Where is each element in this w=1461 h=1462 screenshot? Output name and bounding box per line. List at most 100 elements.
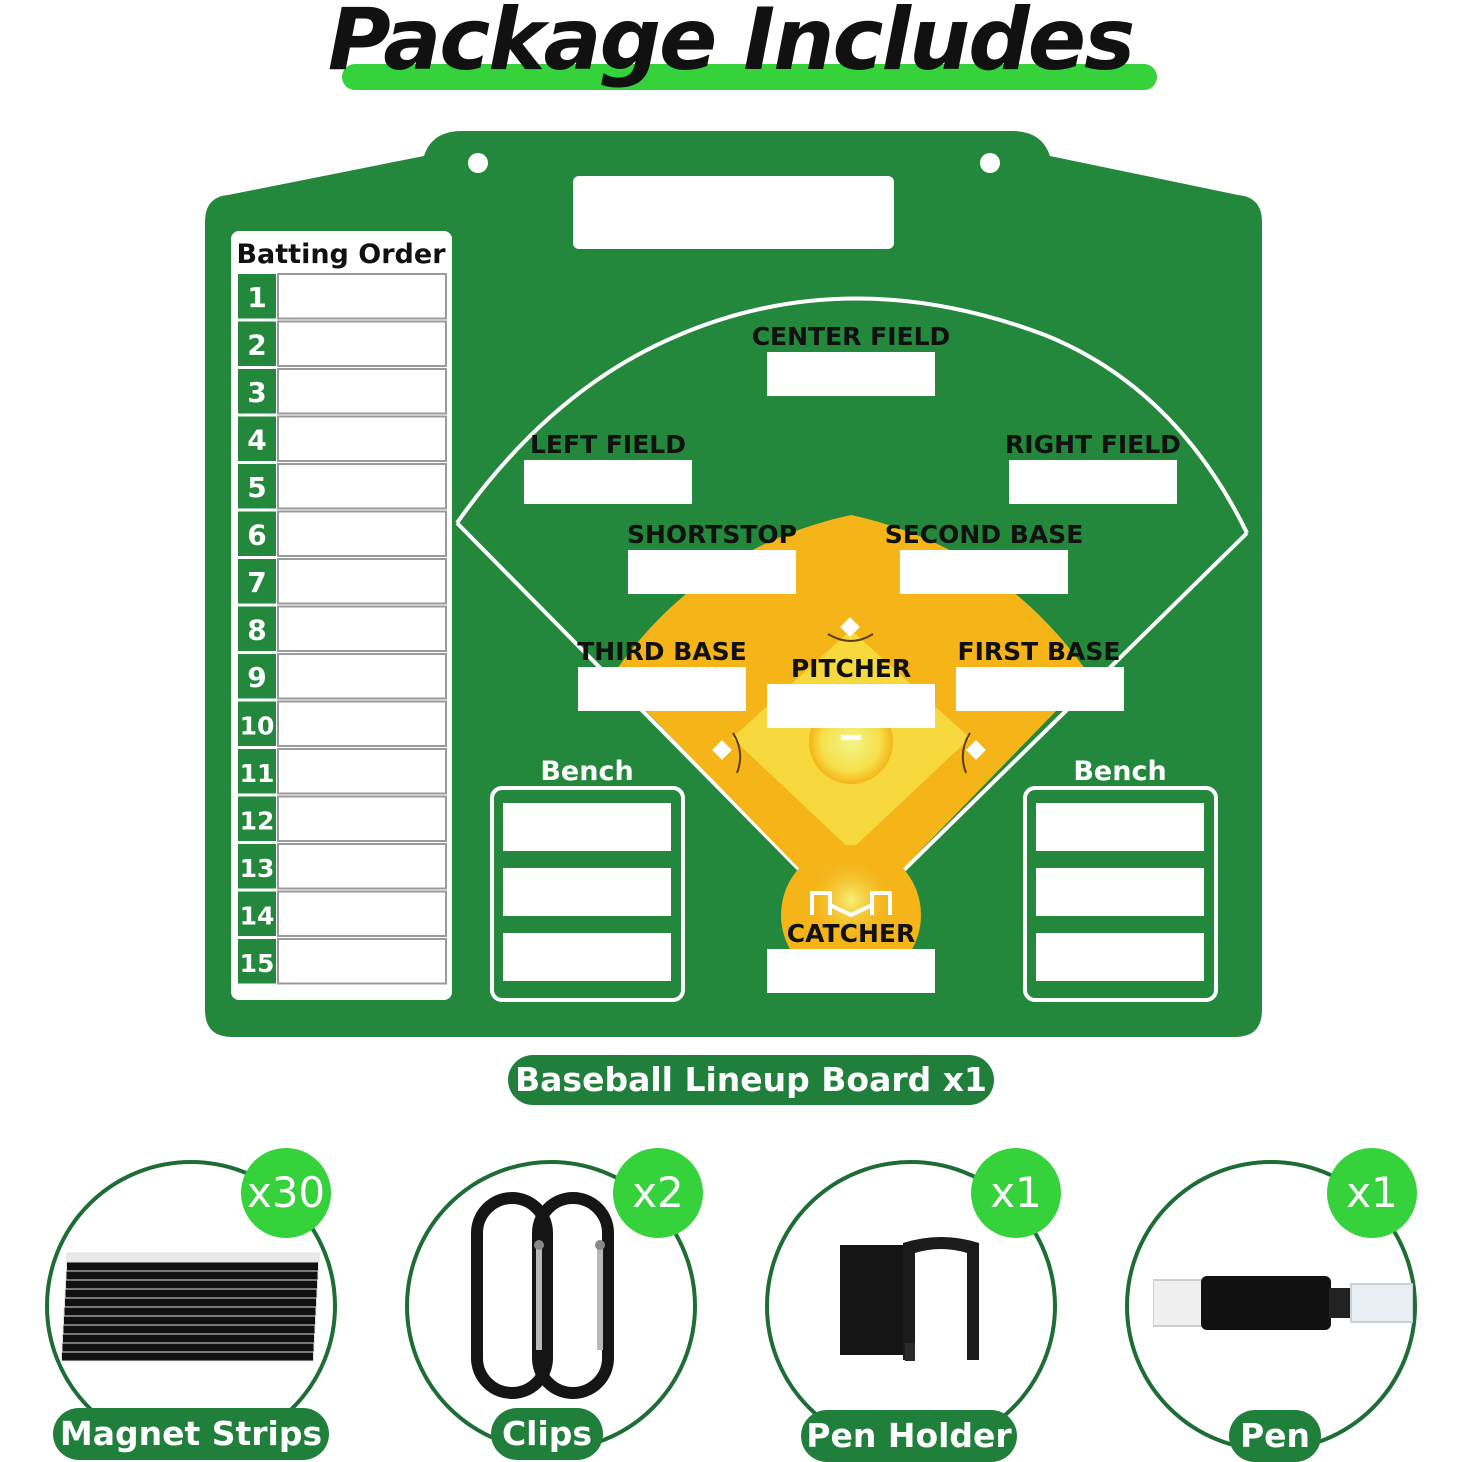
- count-badge: x2: [613, 1148, 703, 1238]
- batting-number-cell: [238, 654, 276, 699]
- batting-name-slot: [277, 890, 447, 937]
- batting-number: 4: [247, 424, 266, 457]
- batting-number-cell: [238, 511, 276, 556]
- batting-number: 9: [247, 661, 266, 694]
- label-center-field: CENTER FIELD: [752, 322, 951, 351]
- batting-number: 12: [240, 807, 275, 836]
- batting-name-slot: [277, 605, 447, 652]
- batting-number: 7: [247, 566, 266, 599]
- title-underline: [342, 64, 1157, 90]
- batting-name-slot: [277, 320, 447, 367]
- magnet-strips-icon: [61, 1252, 320, 1362]
- hanging-hole-left: [468, 153, 488, 173]
- item-magnet-strips: x30 Magnet Strips: [45, 1148, 337, 1460]
- first-base: [966, 740, 986, 760]
- slot-first-base: [956, 667, 1124, 711]
- batting-number: 1: [247, 281, 266, 314]
- batting-number-cell: [238, 416, 276, 461]
- slot-pitcher: [767, 684, 935, 728]
- batting-order-row: 2: [238, 320, 447, 367]
- batting-order-row: 10: [238, 700, 447, 747]
- batting-number-cell: [238, 274, 276, 319]
- count-badge: x1: [971, 1148, 1061, 1238]
- batting-order-row: 7: [238, 558, 447, 605]
- batting-order-row: 14: [238, 890, 447, 937]
- batting-number-cell: [238, 464, 276, 509]
- pen-holder-icon: [840, 1237, 979, 1361]
- label-pitcher: PITCHER: [791, 654, 911, 683]
- batting-number: 14: [240, 902, 275, 931]
- batting-number-cell: [238, 891, 276, 936]
- item-pen: x1 Pen: [1125, 1148, 1417, 1462]
- handle-slot: [573, 176, 894, 249]
- batting-number-cell: [238, 606, 276, 651]
- batting-name-slot: [277, 843, 447, 890]
- bench-left-slot-1: [503, 803, 671, 851]
- batting-number: 3: [247, 376, 266, 409]
- batting-number: 15: [240, 949, 275, 978]
- foul-line-left: [455, 521, 853, 924]
- item-label: Clips: [491, 1408, 603, 1460]
- batting-order-row: 15: [238, 938, 447, 985]
- batting-order-row: 12: [238, 795, 447, 842]
- batting-name-slot: [277, 558, 447, 605]
- second-base: [840, 617, 860, 637]
- bench-right-slot-3: [1036, 933, 1204, 981]
- batting-name-slot: [277, 463, 447, 510]
- batting-name-slot: [277, 510, 447, 557]
- board-caption: Baseball Lineup Board x1: [508, 1055, 994, 1105]
- batter-boxes: [810, 891, 892, 918]
- count-badge: x30: [241, 1148, 331, 1238]
- batting-order-row: 8: [238, 605, 447, 652]
- label-catcher: CATCHER: [787, 919, 915, 948]
- batting-number: 5: [247, 471, 266, 504]
- batting-order-row: 1: [238, 273, 447, 320]
- carabiner-clips-icon: [471, 1192, 614, 1399]
- batting-name-slot: [277, 748, 447, 795]
- label-left-field: LEFT FIELD: [530, 430, 686, 459]
- batting-number: 6: [247, 519, 266, 552]
- slot-third-base: [578, 667, 746, 711]
- batting-order-row: 4: [238, 415, 447, 462]
- foul-line-right: [849, 531, 1249, 924]
- bench-left-slot-2: [503, 868, 671, 916]
- bench-right-box: [1023, 786, 1218, 1002]
- label-second-base: SECOND BASE: [885, 520, 1084, 549]
- item-pen-holder: x1 Pen Holder: [765, 1148, 1061, 1462]
- pitcher-rubber: [841, 735, 861, 740]
- batting-number: 11: [240, 759, 275, 788]
- bench-right-slot-1: [1036, 803, 1204, 851]
- bench-left-slot-3: [503, 933, 671, 981]
- batting-number-cell: [238, 701, 276, 746]
- item-label: Magnet Strips: [53, 1408, 329, 1460]
- batting-order-row: 6: [238, 510, 447, 557]
- batting-number-cell: [238, 749, 276, 794]
- batting-order-row: 5: [238, 463, 447, 510]
- batting-name-slot: [277, 415, 447, 462]
- bench-right-slot-2: [1036, 868, 1204, 916]
- batting-name-slot: [277, 795, 447, 842]
- batting-order-row: 3: [238, 368, 447, 415]
- batting-order-title: Batting Order: [236, 239, 446, 270]
- pen-icon: [1153, 1276, 1413, 1330]
- batting-number: 13: [240, 854, 275, 883]
- batting-number-cell: [238, 559, 276, 604]
- label-shortstop: SHORTSTOP: [627, 520, 797, 549]
- batting-order-row: 11: [238, 748, 447, 795]
- label-third-base: THIRD BASE: [577, 637, 746, 666]
- slot-catcher: [767, 949, 935, 993]
- bench-left-label: Bench: [540, 756, 633, 787]
- slot-left-field: [524, 460, 692, 504]
- slot-shortstop: [628, 550, 796, 594]
- page-title: Package Includes: [327, 0, 1136, 90]
- batting-number-cell: [238, 939, 276, 984]
- batting-name-slot: [277, 653, 447, 700]
- batting-number: 10: [240, 712, 275, 741]
- item-label: Pen Holder: [801, 1410, 1017, 1462]
- hanging-hole-right: [980, 153, 1000, 173]
- batting-order-row: 9: [238, 653, 447, 700]
- batting-name-slot: [277, 700, 447, 747]
- item-label: Pen: [1229, 1410, 1321, 1462]
